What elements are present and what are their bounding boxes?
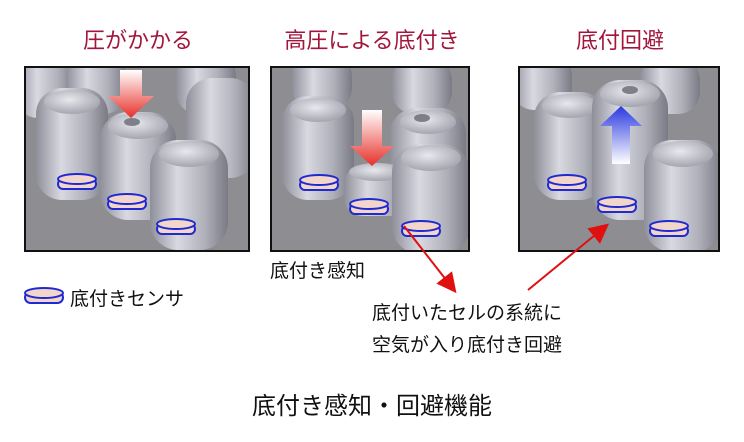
sensor-icon	[24, 287, 64, 304]
legend-label: 底付きセンサ	[70, 288, 185, 310]
panel-title-avoidance: 底付回避	[575, 29, 664, 54]
sensor-icon	[57, 173, 196, 235]
sensor-icon	[299, 174, 441, 237]
pressure-arrow-icon	[108, 70, 154, 118]
connector-arrow-text-to-panel	[527, 223, 610, 291]
panel-pressure	[24, 66, 250, 252]
panel-bottoming	[270, 66, 470, 252]
pressure-arrow-icon	[350, 110, 394, 166]
description-line-2: 空気が入り底付き回避	[372, 334, 563, 356]
panel-title-bottoming: 高圧による底付き	[284, 29, 460, 54]
panel-title-pressure: 圧がかかる	[82, 29, 193, 54]
description-line-1: 底付いたセルの系統に	[372, 302, 563, 324]
label-sensing: 底付き感知	[270, 260, 366, 282]
caption: 底付き感知・回避機能	[252, 392, 492, 420]
connector-arrow-sensor-to-text	[403, 225, 457, 294]
lift-arrow-icon	[600, 106, 642, 164]
panel-avoidance	[518, 66, 720, 252]
cylinder	[520, 68, 700, 200]
sensor-icon	[547, 174, 689, 237]
